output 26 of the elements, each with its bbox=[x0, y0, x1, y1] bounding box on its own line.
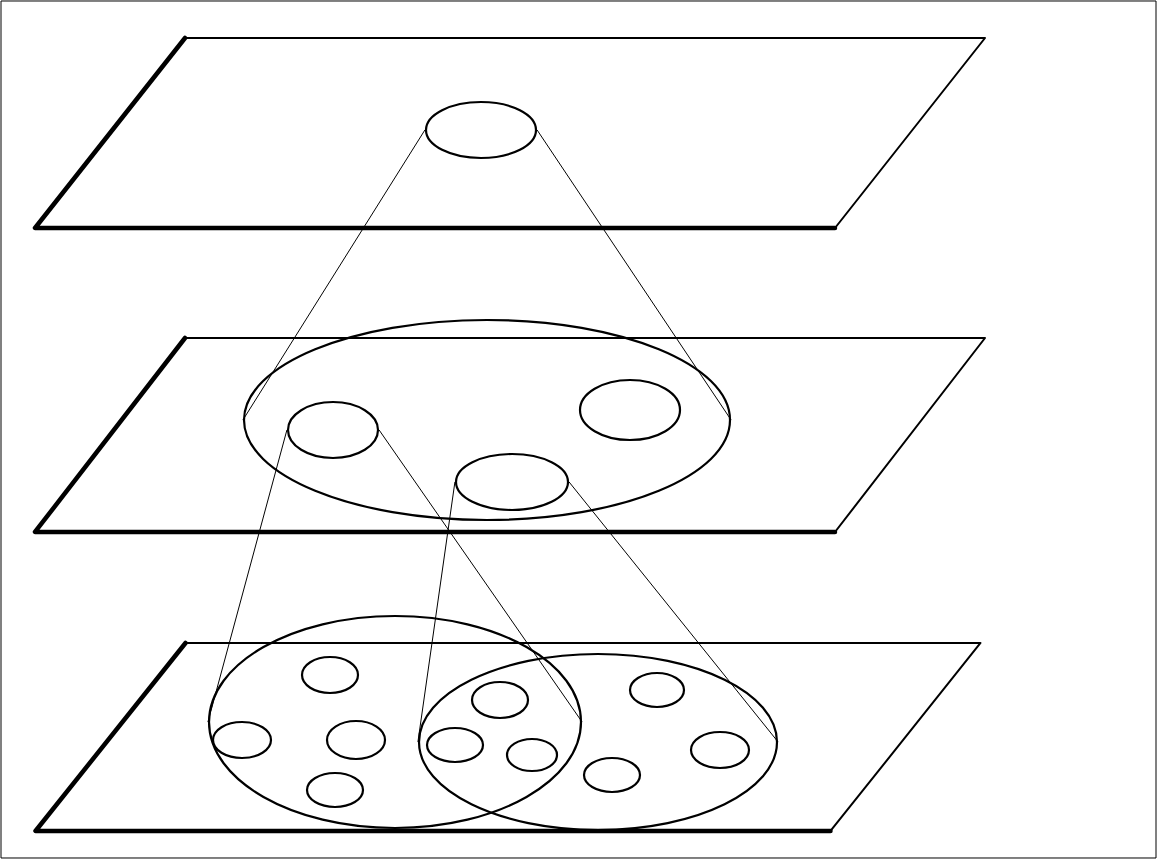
ellipse bbox=[211, 720, 273, 760]
projection-line bbox=[207, 429, 288, 723]
projection-line bbox=[536, 129, 732, 421]
ellipse bbox=[242, 318, 732, 522]
plane bbox=[33, 640, 982, 834]
ellipse bbox=[578, 378, 682, 442]
ellipse bbox=[305, 771, 365, 809]
ellipse bbox=[425, 726, 485, 764]
ellipse bbox=[689, 730, 751, 770]
ellipse bbox=[454, 452, 570, 512]
ellipse bbox=[325, 719, 387, 761]
projection-line bbox=[568, 481, 779, 743]
ellipse bbox=[470, 680, 530, 720]
ellipse bbox=[417, 652, 779, 832]
plane bbox=[32, 335, 986, 535]
projection-line bbox=[417, 481, 456, 743]
plane bbox=[32, 35, 986, 231]
projection-line bbox=[242, 129, 426, 421]
ellipse bbox=[286, 400, 380, 460]
ellipse bbox=[582, 756, 642, 794]
projection-line bbox=[378, 429, 583, 723]
ellipse bbox=[628, 671, 686, 709]
ellipse bbox=[207, 614, 583, 830]
ellipse bbox=[424, 100, 538, 160]
ellipse bbox=[505, 737, 559, 773]
ellipse bbox=[300, 655, 360, 695]
